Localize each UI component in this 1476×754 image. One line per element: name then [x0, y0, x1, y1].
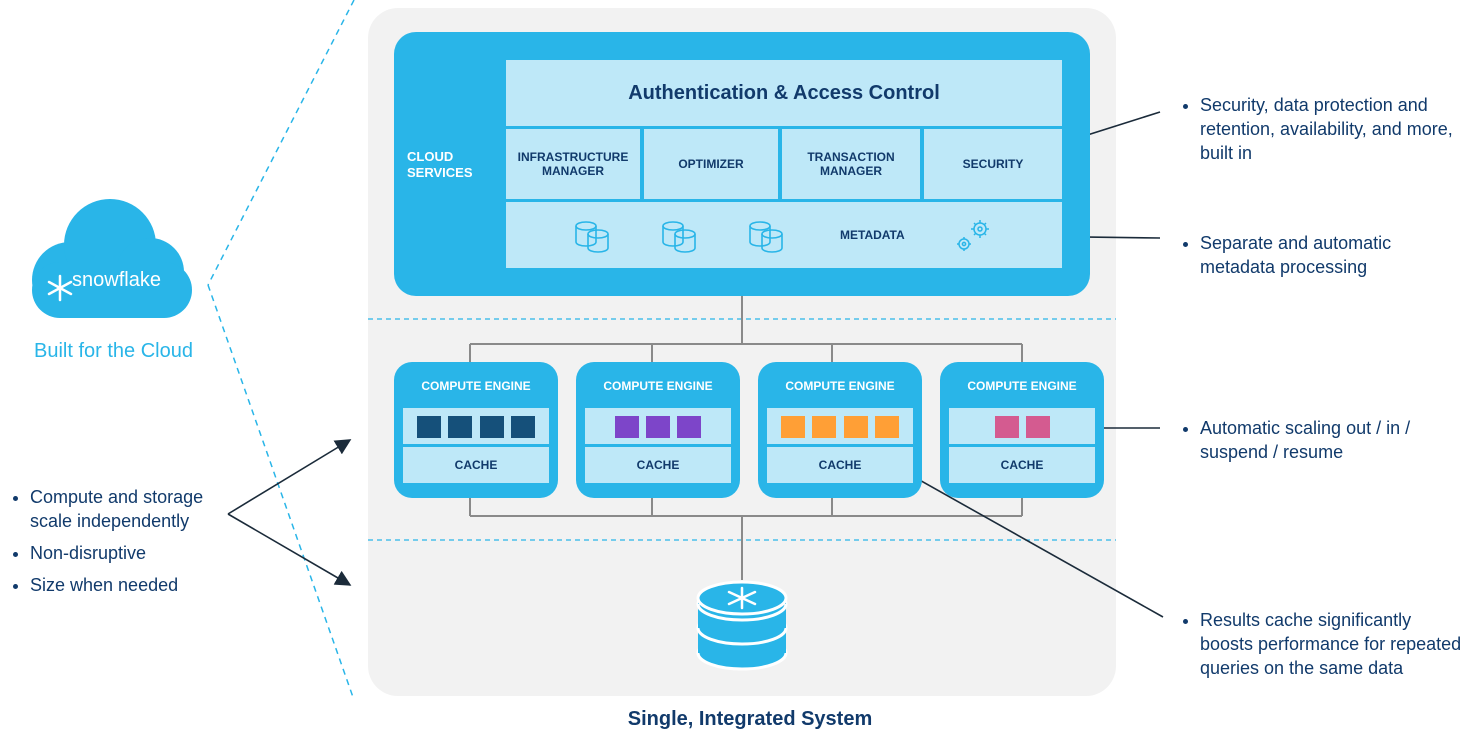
compute-node-block: [677, 416, 701, 438]
compute-node-block: [511, 416, 535, 438]
service-security: SECURITY: [924, 129, 1062, 199]
compute-node-row: [585, 408, 731, 444]
metadata-row: [506, 202, 1062, 268]
note-scaling-text: Automatic scaling out / in / suspend / r…: [1200, 416, 1470, 464]
cloud-caption: Built for the Cloud: [34, 340, 193, 362]
database-icon: [575, 221, 609, 253]
cache-label: CACHE: [767, 447, 913, 483]
service-transaction-manager: TRANSACTION MANAGER: [782, 129, 920, 199]
note-size-when-needed: Size when needed: [30, 573, 210, 597]
note-scaling: Automatic scaling out / in / suspend / r…: [1180, 416, 1470, 472]
compute-engine-title: COMPUTE ENGINE: [785, 379, 895, 393]
compute-node-block: [1026, 416, 1050, 438]
compute-node-block: [646, 416, 670, 438]
arrow-storage-scale: [227, 513, 352, 586]
snowflake-logo-text: snowflake: [72, 269, 161, 291]
database-icon: [749, 221, 783, 253]
note-security-text: Security, data protection and retention,…: [1200, 93, 1460, 165]
note-non-disruptive: Non-disruptive: [30, 541, 210, 565]
note-metadata: Separate and automatic metadata processi…: [1180, 231, 1460, 287]
arrow-compute-scale: [227, 439, 352, 515]
auth-access-control: Authentication & Access Control: [506, 60, 1062, 126]
note-scale-independently: Compute and storage scale independently: [30, 485, 210, 533]
compute-engine: COMPUTE ENGINE CACHE: [758, 362, 922, 498]
compute-node-block: [844, 416, 868, 438]
compute-engine-title: COMPUTE ENGINE: [603, 379, 713, 393]
left-notes: Compute and storage scale independently …: [10, 485, 210, 605]
metadata-label: METADATA: [840, 228, 905, 242]
note-cache-text: Results cache significantly boosts perfo…: [1200, 608, 1465, 680]
storage-database-icon: [696, 580, 788, 671]
snowflake-cloud-icon: [32, 199, 192, 318]
compute-node-block: [615, 416, 639, 438]
compute-node-block: [417, 416, 441, 438]
cache-label: CACHE: [949, 447, 1095, 483]
arrow-cache: [882, 459, 1164, 618]
cone-line-bottom: [207, 284, 355, 701]
compute-engine-title: COMPUTE ENGINE: [967, 379, 1077, 393]
cloud-services-label: CLOUD SERVICES: [407, 149, 473, 180]
gears-icon: [957, 220, 989, 251]
cache-label: CACHE: [403, 447, 549, 483]
metadata-db-icons: [575, 221, 783, 253]
database-icon: [662, 221, 696, 253]
cone-line-top: [207, 0, 355, 286]
compute-node-block: [480, 416, 504, 438]
compute-engine: COMPUTE ENGINE CACHE: [394, 362, 558, 498]
cache-label: CACHE: [585, 447, 731, 483]
service-optimizer: OPTIMIZER: [644, 129, 778, 199]
compute-node-row: [403, 408, 549, 444]
compute-node-block: [448, 416, 472, 438]
compute-node-row: [949, 408, 1095, 444]
compute-node-block: [781, 416, 805, 438]
compute-engine-title: COMPUTE ENGINE: [421, 379, 531, 393]
note-cache: Results cache significantly boosts perfo…: [1180, 608, 1465, 688]
note-metadata-text: Separate and automatic metadata processi…: [1200, 231, 1460, 279]
service-infrastructure-manager: INFRASTRUCTURE MANAGER: [506, 129, 640, 199]
compute-node-block: [995, 416, 1019, 438]
compute-node-block: [812, 416, 836, 438]
compute-connectors: [469, 296, 1023, 580]
compute-engine: COMPUTE ENGINE CACHE: [576, 362, 740, 498]
compute-node-row: [767, 408, 913, 444]
diagram-footer-title: Single, Integrated System: [627, 708, 873, 730]
compute-engine: COMPUTE ENGINE CACHE: [940, 362, 1104, 498]
compute-node-block: [875, 416, 899, 438]
note-security: Security, data protection and retention,…: [1180, 93, 1460, 173]
